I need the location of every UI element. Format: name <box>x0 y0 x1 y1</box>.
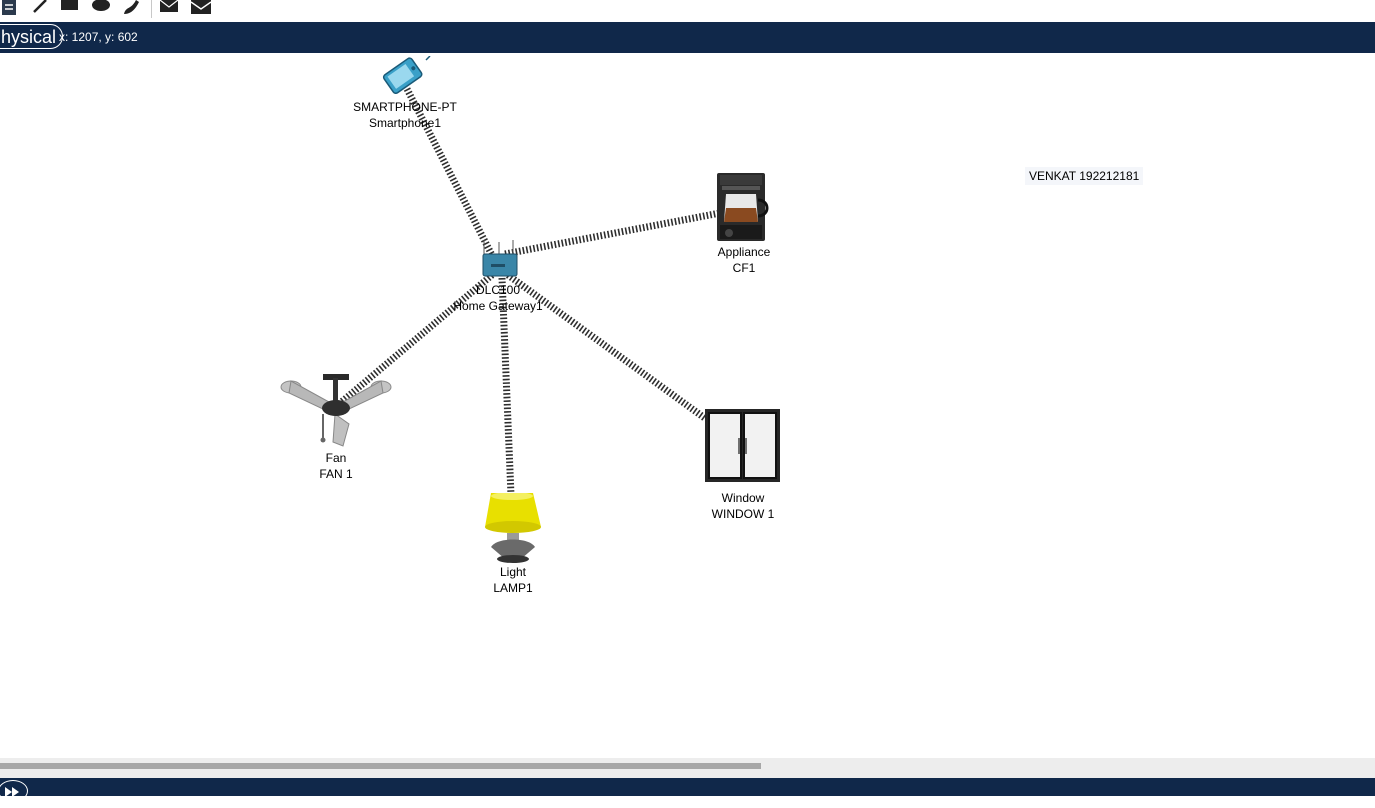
line-icon[interactable] <box>31 0 51 18</box>
ellipse-icon[interactable] <box>91 0 111 18</box>
smartphone-name: Smartphone1 <box>368 116 442 130</box>
add-simple-pdu-icon[interactable] <box>158 0 182 18</box>
scrollbar-thumb[interactable] <box>0 763 761 769</box>
window-name: WINDOW 1 <box>711 507 775 521</box>
fast-forward-button[interactable] <box>0 780 28 802</box>
lamp-icon[interactable] <box>481 493 545 565</box>
wireless-links <box>336 87 721 496</box>
coffee-maker-icon[interactable] <box>716 172 770 244</box>
physical-mode-tab[interactable]: hysical <box>0 24 64 49</box>
fast-forward-icon <box>5 787 19 797</box>
ceiling-fan-icon[interactable] <box>279 372 393 450</box>
link-smartphone-gateway <box>403 87 500 265</box>
workspace-canvas[interactable]: SMARTPHONE-PT Smartphone1 DLC100 Home Ga… <box>0 53 1375 758</box>
appliance-label: Appliance CF1 <box>704 244 784 276</box>
workspace-note[interactable]: VENKAT 192212181 <box>1025 167 1144 185</box>
window-icon[interactable] <box>704 408 782 484</box>
link-gateway-appliance <box>504 209 721 258</box>
toolbar-separator <box>151 0 152 18</box>
link-gateway-fan <box>336 272 495 407</box>
rectangle-icon[interactable] <box>60 0 80 18</box>
add-complex-pdu-icon[interactable] <box>189 0 213 18</box>
window-model: Window <box>721 491 765 505</box>
light-label: Light LAMP1 <box>473 564 553 596</box>
link-gateway-window <box>505 272 709 422</box>
gateway-name: Home Gateway1 <box>453 299 543 313</box>
link-gateway-light <box>498 277 515 496</box>
fan-name: FAN 1 <box>319 467 353 481</box>
note-icon[interactable] <box>0 0 20 18</box>
fan-label: Fan FAN 1 <box>296 450 376 482</box>
window-label: Window WINDOW 1 <box>701 490 785 522</box>
freeform-icon[interactable] <box>121 0 141 18</box>
light-name: LAMP1 <box>493 581 533 595</box>
appliance-name: CF1 <box>732 261 756 275</box>
horizontal-scrollbar[interactable] <box>0 758 1375 778</box>
bottom-bar <box>0 778 1375 802</box>
home-gateway-icon[interactable] <box>479 238 521 280</box>
smartphone-icon[interactable] <box>374 56 436 102</box>
gateway-model: DLC100 <box>475 283 521 297</box>
fan-model: Fan <box>325 451 347 465</box>
smartphone-label: SMARTPHONE-PT Smartphone1 <box>349 99 461 131</box>
workspace-topbar: hysical x: 1207, y: 602 <box>0 22 1375 53</box>
toolbar <box>0 0 1375 22</box>
gateway-label: DLC100 Home Gateway1 <box>448 282 548 314</box>
appliance-model: Appliance <box>717 245 771 259</box>
light-model: Light <box>499 565 527 579</box>
smartphone-model: SMARTPHONE-PT <box>353 100 457 114</box>
cursor-coordinates: x: 1207, y: 602 <box>59 30 138 44</box>
